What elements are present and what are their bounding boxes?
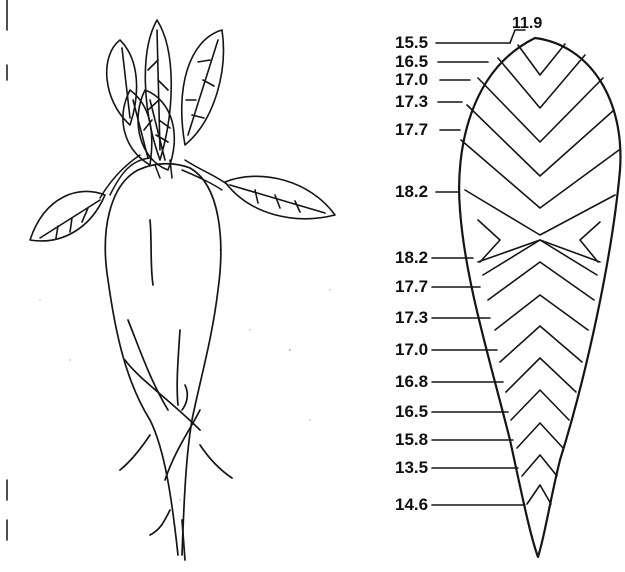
root-outline [459, 38, 620, 557]
value-label: 16.5 [395, 402, 428, 421]
value-label: 17.3 [395, 308, 428, 327]
value-label: 17.7 [395, 120, 428, 139]
leader-lines [432, 30, 525, 505]
beet-leaves [30, 20, 335, 241]
value-label: 16.8 [395, 372, 428, 391]
value-label: 15.5 [395, 33, 428, 52]
upper-chevron-bands [461, 44, 619, 208]
beet-stems [100, 155, 228, 198]
value-label: 18.2 [395, 248, 428, 267]
value-label: 17.0 [395, 70, 428, 89]
value-label: 17.0 [395, 340, 428, 359]
value-label: 17.7 [395, 277, 428, 296]
value-labels: 11.9 15.5 16.5 17.0 17.3 17.7 18.2 18.2 … [395, 15, 542, 514]
root-section-diagram: 11.9 15.5 16.5 17.0 17.3 17.7 18.2 18.2 … [395, 15, 620, 557]
value-label: 15.8 [395, 430, 428, 449]
value-label: 14.6 [395, 495, 428, 514]
beet-root [105, 164, 232, 560]
paper-texture [39, 249, 331, 501]
value-label: 16.5 [395, 52, 428, 71]
value-label: 18.2 [395, 182, 428, 201]
value-label: 13.5 [395, 458, 428, 477]
beet-plant-illustration [30, 20, 335, 560]
value-label: 17.3 [395, 92, 428, 111]
value-label-top: 11.9 [512, 15, 542, 32]
